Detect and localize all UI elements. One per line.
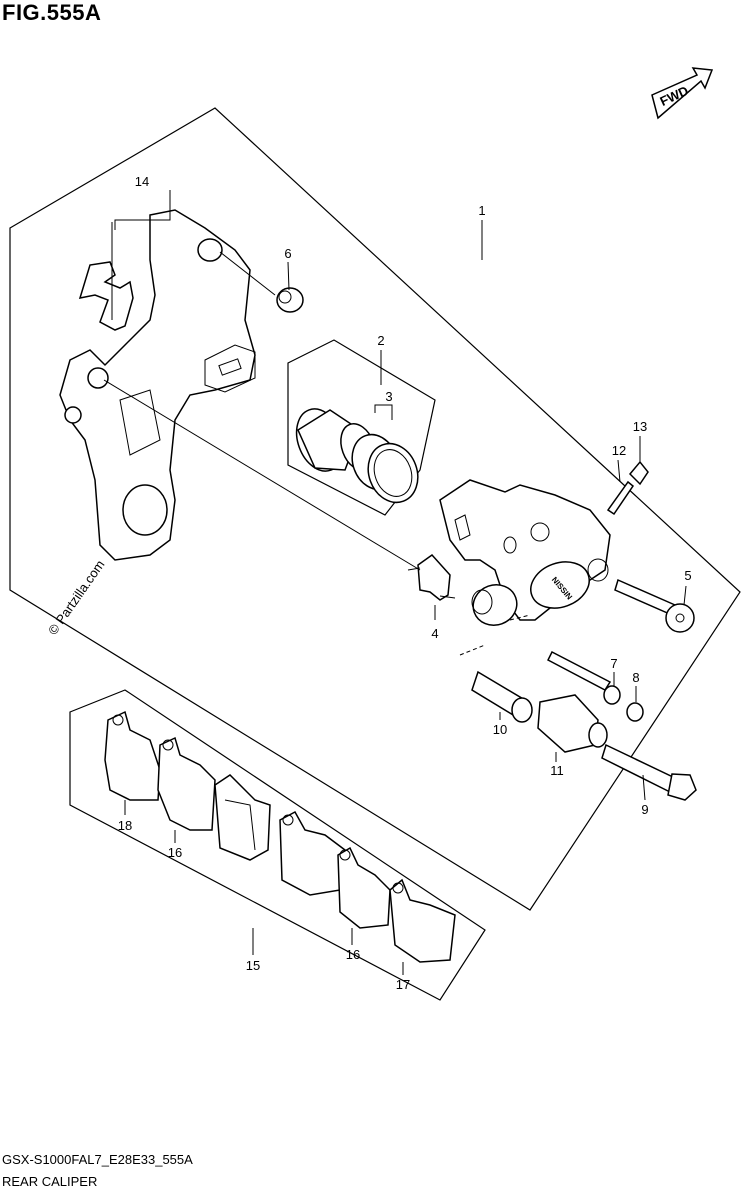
caliper-piston-sleeve (471, 584, 518, 626)
bolt-9 (601, 743, 697, 801)
model-code: GSX-S1000FAL7_E28E33_555A (2, 1152, 193, 1167)
part-6-cap (276, 287, 304, 313)
callout-2: 2 (377, 333, 384, 348)
callout-18: 18 (118, 818, 132, 833)
callout-5: 5 (684, 568, 691, 583)
watermark: © Partzilla.com (45, 557, 108, 637)
bleeder-screw (606, 480, 635, 516)
callout-7: 7 (610, 656, 617, 671)
pad-right-inner (279, 810, 346, 896)
callout-13: 13 (633, 419, 647, 434)
slide-pin (614, 578, 695, 633)
fwd-arrow-icon: FWD (651, 67, 714, 120)
leader-14 (111, 190, 171, 320)
callout-16-right: 16 (346, 947, 360, 962)
callout-10: 10 (493, 722, 507, 737)
bracket-clip (78, 261, 134, 331)
callout-15: 15 (246, 958, 260, 973)
callout-1: 1 (478, 203, 485, 218)
caliper-assembly-outline (9, 107, 741, 911)
figure-title: FIG.555A (2, 0, 102, 25)
pad-18 (104, 710, 161, 801)
sleeve-10 (471, 670, 533, 723)
piston-kit-outline (287, 339, 436, 516)
callout-17: 17 (396, 977, 410, 992)
callout-14: 14 (135, 174, 149, 189)
callout-12: 12 (612, 443, 626, 458)
pad-center (214, 774, 271, 861)
callout-9: 9 (641, 802, 648, 817)
pad-17 (389, 878, 456, 963)
piston-seals (351, 433, 419, 504)
pad-16-left (157, 736, 216, 831)
callout-8: 8 (632, 670, 639, 685)
brake-pad-set-outline (69, 689, 486, 1001)
callout-4: 4 (431, 626, 438, 641)
bleeder-cap (628, 460, 649, 486)
caliper-body: NISSIN (439, 479, 611, 621)
pad-spring (407, 554, 456, 601)
boot-11 (537, 694, 608, 753)
bolt-7 (547, 650, 621, 705)
caliper-bracket (59, 209, 256, 561)
callout-3: 3 (385, 389, 392, 404)
callout-11: 11 (550, 763, 564, 778)
washer-8 (626, 702, 644, 722)
callout-6: 6 (284, 246, 291, 261)
callout-16-left: 16 (168, 845, 182, 860)
pad-16-right (337, 846, 391, 929)
diagram-name: REAR CALIPER (2, 1174, 98, 1189)
